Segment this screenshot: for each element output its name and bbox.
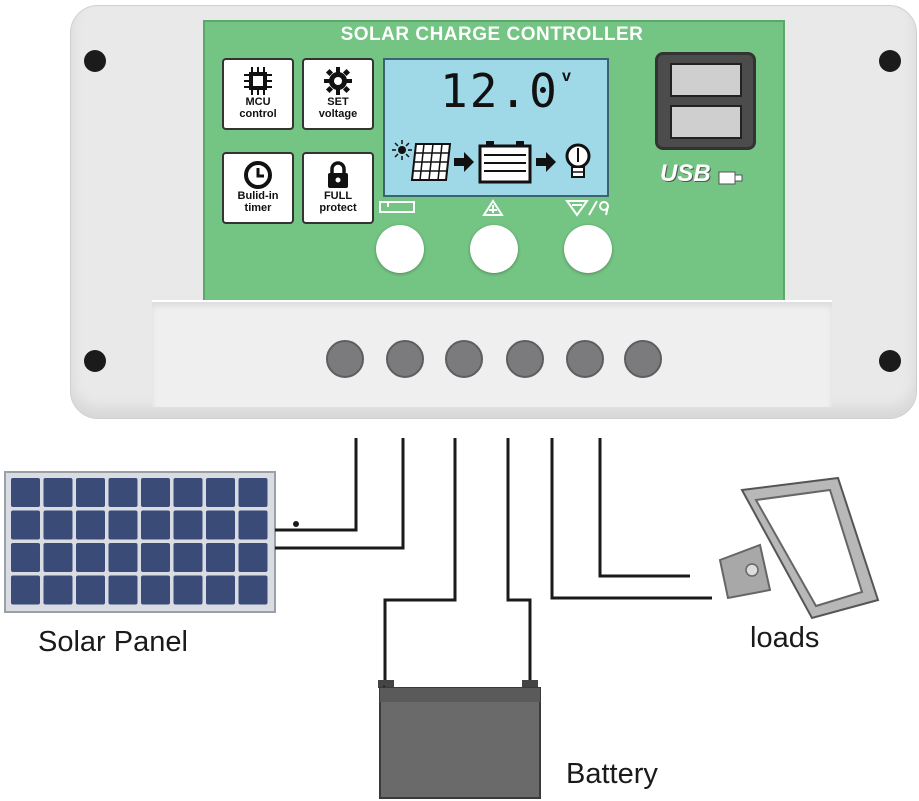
bulb-icon [565,143,591,178]
terminal-screw [624,340,662,378]
mounting-hole [84,350,106,372]
solar-cell [76,543,105,572]
battery-caption: Battery [566,758,658,790]
load-wire [550,438,712,600]
wires [300,438,712,680]
load-wire [598,438,690,578]
terminal-screw [386,340,424,378]
solar-cell [76,510,105,540]
solar-cell [206,478,235,507]
sun-icon [392,140,412,160]
solar-cell [43,575,73,605]
down-button[interactable] [564,225,612,273]
solar-cell [108,510,138,540]
solar-cell [108,543,138,572]
voltage-unit: v [562,68,571,85]
solar-panel-caption: Solar Panel [38,626,188,658]
solar-cell [141,575,170,605]
solar-cell [108,478,138,507]
battery-negative-wire [506,438,532,680]
solar-panel-icon [410,143,452,181]
feature-label: MCU [245,96,271,108]
mounting-hole [84,50,106,72]
usb-port-block [655,52,756,150]
feature-full-protect: FULL protect [302,152,374,224]
solar-cell [76,478,105,507]
solar-cell [141,478,170,507]
solar-negative-wire [300,438,405,550]
solar-cell [206,575,235,605]
usb-port[interactable] [670,63,742,97]
solar-cell [173,575,203,605]
solar-cell [11,543,40,572]
feature-label: SET [327,96,349,108]
feature-label: FULL [323,190,353,202]
usb-label: USB [660,160,711,187]
clock-icon [244,161,272,189]
solar-cell [141,510,170,540]
solar-cell [43,510,73,540]
battery-icon [478,141,532,184]
feature-set-voltage: SET voltage [302,58,374,130]
terminal-screw [445,340,483,378]
menu-symbol-icon [379,201,415,213]
chip-icon [244,67,272,95]
solar-cell [11,478,40,507]
battery-positive-wire [383,438,457,680]
lcd-status-icons [392,140,591,184]
gear-icon [324,67,352,95]
terminal-screw [566,340,604,378]
solar-cell [43,543,73,572]
solar-positive-wire [300,438,358,532]
usb-plug-icon [718,171,743,185]
voltage-reading: 12.0 [440,64,559,118]
up-plus-icon [482,199,504,216]
down-minus-icon [565,200,609,217]
solar-cell [238,543,268,572]
solar-cell [206,510,235,540]
solar-cell [108,575,138,605]
terminal-screw [506,340,544,378]
solar-cell [173,543,203,572]
feature-label: control [239,108,277,120]
solar-cell [173,510,203,540]
mounting-hole [879,350,901,372]
feature-mcu-control: MCU control [222,58,294,130]
solar-cell [206,543,235,572]
floodlight [718,476,880,620]
arrow-right-icon [454,152,474,172]
feature-label: protect [319,202,357,214]
feature-label: Bulid-in [237,190,279,202]
feature-label: timer [244,202,272,214]
feature-label: voltage [318,108,358,120]
solar-cell [76,575,105,605]
solar-cell [238,575,268,605]
arrow-right-icon [536,152,556,172]
terminal-screw [326,340,364,378]
terminal-strip [152,300,832,407]
loads-caption: loads [750,622,820,654]
solar-cell [11,575,40,605]
solar-cell [238,478,268,507]
solar-cell [238,510,268,540]
solar-panel [4,471,300,613]
feature-built-in-timer: Bulid-in timer [222,152,294,224]
controller-title: SOLAR CHARGE CONTROLLER [340,24,644,45]
menu-button[interactable] [376,225,424,273]
solar-cell [141,543,170,572]
solar-cell [173,478,203,507]
solar-cell [11,510,40,540]
up-button[interactable] [470,225,518,273]
battery: + [378,680,541,799]
usb-port[interactable] [670,105,742,139]
mounting-hole [879,50,901,72]
lock-icon [328,161,348,188]
solar-cell [43,478,73,507]
